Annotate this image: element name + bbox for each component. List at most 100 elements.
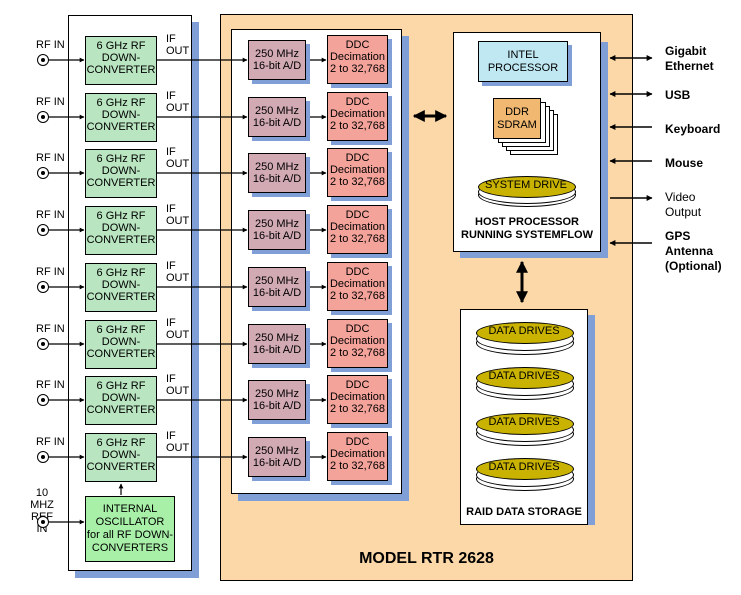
if-out-line: OUT [166,45,190,57]
system-drive-label: SYSTEM DRIVE [485,179,567,191]
rf-in-label: RF IN [36,152,65,164]
rf-in-label: RF IN [36,96,65,108]
io-label-line: Video [665,190,696,204]
converter-line: CONVERTER [86,121,156,133]
if-out-line: OUT [166,272,190,284]
data-drive [476,413,574,435]
if-out-line: IF [166,33,176,45]
connector-dot [41,342,45,346]
ddc-line: 2 to 32,768 [329,176,386,188]
rf-in-connector [37,281,49,293]
ddc-line: DDC [345,436,370,448]
converter-line: DOWN- [101,336,141,348]
converter-line: CONVERTER [86,291,156,303]
osc-line-2: OSCILLATOR [95,516,165,528]
ad-line: 16-bit A/D [252,287,302,299]
connector-dot [41,171,45,175]
rf-in-label: RF IN [36,379,65,391]
converter-line: 6 GHz RF [96,380,146,392]
memory-line-1: DDR [505,106,529,118]
io-label-line: Keyboard [665,122,721,136]
ddr-sdram: DDR SDRAM [493,98,541,139]
connector-dot [41,115,45,119]
ddc-line: DDC [345,152,370,164]
io-label-line: (Optional) [665,259,722,273]
if-out-line: OUT [166,215,190,227]
osc-line-3: for all RF DOWN- [86,529,174,541]
intel-processor: INTEL PROCESSOR [478,41,568,82]
io-label-line: Antenna [665,244,713,258]
io-label: Keyboard [665,122,720,137]
ddc-line: 2 to 32,768 [329,120,386,132]
ddc-line: 2 to 32,768 [329,460,386,472]
data-drive-label: DATA DRIVES [488,325,560,337]
host-caption-line-2: RUNNING SYSTEMFLOW [461,229,593,241]
ad-line: 250 MHz [254,105,300,117]
rf-in-label: RF IN [36,39,65,51]
converter-line: DOWN- [101,392,141,404]
ddc-line: DDC [345,323,370,335]
converter-line: 6 GHz RF [96,437,146,449]
connector-dot [41,455,45,459]
rf-in-label: RF IN [36,266,65,278]
raid-caption: RAID DATA STORAGE [466,506,582,518]
rf-in-label: RF IN [36,323,65,335]
converter-line: CONVERTER [86,234,156,246]
processor-line-2: PROCESSOR [487,62,559,74]
ddc-line: DDC [345,266,370,278]
data-drive-label: DATA DRIVES [488,416,560,428]
io-label-line: USB [665,88,691,102]
rf-in-connector [37,338,49,350]
io-label: USB [665,88,690,103]
data-drive-label: DATA DRIVES [488,370,560,382]
converter-line: DOWN- [101,279,141,291]
ddc-line: DDC [345,39,370,51]
converter-line: 6 GHz RF [96,324,146,336]
if-out-line: IF [166,203,176,215]
if-out-line: OUT [166,442,190,454]
ddc-line: Decimation [329,335,386,347]
connector-dot [41,58,45,62]
ref-in-line-1: 10 MHZ [30,487,54,511]
ad-line: 16-bit A/D [252,344,302,356]
if-out-line: IF [166,260,176,272]
converter-line: CONVERTER [86,348,156,360]
ddc-line: Decimation [329,448,386,460]
memory-line-2: SDRAM [497,119,537,131]
converter-line: DOWN- [101,52,141,64]
ad-line: 250 MHz [254,445,300,457]
host-caption-line-1: HOST PROCESSOR [475,216,579,228]
if-out-line: IF [166,146,176,158]
io-label-line: Ethernet [665,59,714,73]
ddc-line: 2 to 32,768 [329,233,386,245]
converter-line: 6 GHz RF [96,40,146,52]
ad-line: 16-bit A/D [252,400,302,412]
ad-line: 250 MHz [254,332,300,344]
converter-line: 6 GHz RF [96,267,146,279]
ddc-line: Decimation [329,164,386,176]
rf-in-label: RF IN [36,209,65,221]
ddc-line: DDC [345,379,370,391]
if-out-line: IF [166,373,176,385]
if-out-line: IF [166,90,176,102]
ad-line: 250 MHz [254,388,300,400]
ddc-line: 2 to 32,768 [329,63,386,75]
if-out-line: OUT [166,385,190,397]
